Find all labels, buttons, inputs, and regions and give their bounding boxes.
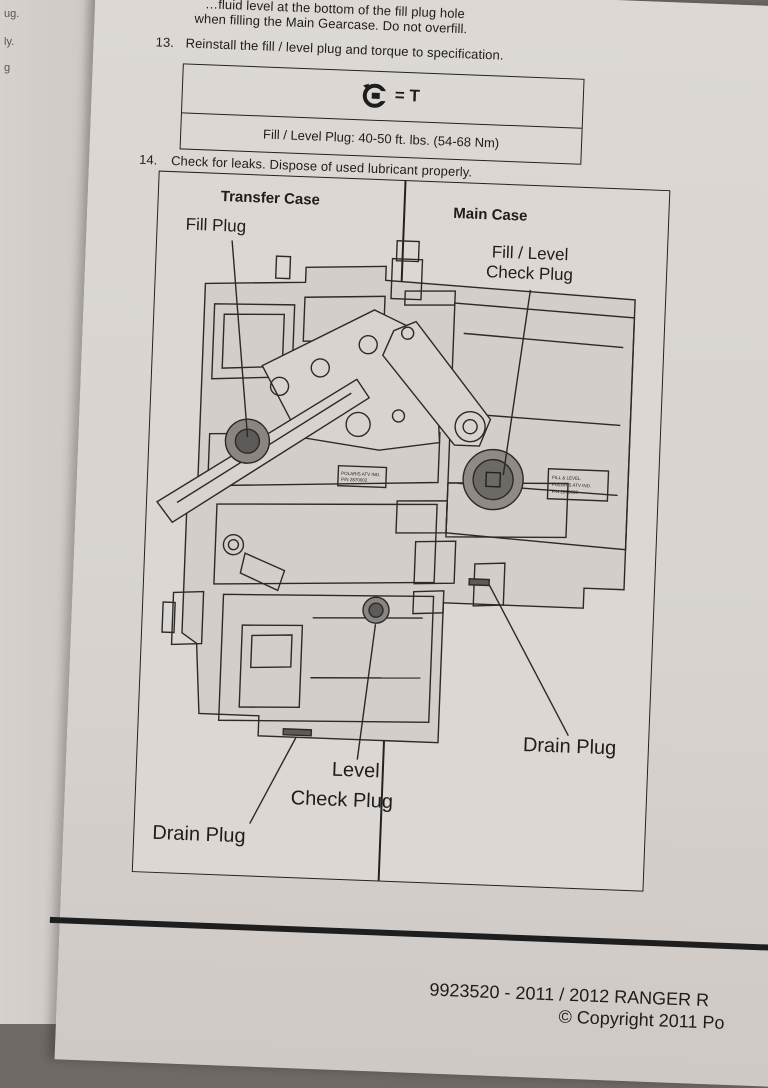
manual-page: …fluid level at the bottom of the fill p…: [49, 0, 768, 1087]
left-page-fragment: ly.: [4, 36, 15, 48]
torque-wrench-icon: [362, 83, 391, 108]
drain-plug-left-callout: Drain Plug: [151, 821, 247, 848]
level-check-plug-callout: Check Plug: [290, 787, 394, 813]
left-page-fragment: g: [4, 62, 11, 74]
torque-spec-table: = T Fill / Level Plug: 40-50 ft. lbs. (5…: [179, 63, 585, 165]
gearcase-diagram: Transfer Case Main Case: [131, 170, 671, 892]
id-plate-left-line: POLARIS ATV IND.: [341, 471, 380, 478]
fill-plug-callout: Fill Plug: [185, 214, 247, 236]
drain-plug-right-callout: Drain Plug: [522, 733, 617, 760]
step-13-number: 13.: [155, 34, 175, 51]
id-plate-right-line: P/N 2870003: [552, 489, 579, 495]
footer-rule: [49, 916, 768, 953]
id-plate-right-line: POLARIS ATV IND.: [552, 482, 591, 489]
level-check-plug-callout: Level: [331, 758, 381, 783]
torque-symbol-text: = T: [394, 85, 421, 106]
left-page-fragment: ug.: [4, 8, 20, 20]
fill-level-check-plug-callout: Check Plug: [485, 262, 574, 285]
torque-symbol-row: = T: [181, 64, 584, 129]
torque-spec-value: Fill / Level Plug: 40-50 ft. lbs. (54-68…: [262, 126, 500, 151]
id-plate-right-line: FILL & LEVEL: [552, 475, 581, 481]
step-13-text: Reinstall the fill / level plug and torq…: [185, 35, 504, 63]
step-14-number: 14.: [138, 151, 158, 168]
gearcase-drawing: POLARIS ATV IND. P/N 2870002 FILL & LEVE…: [156, 240, 636, 824]
id-plate-left-line: P/N 2870002: [341, 477, 368, 483]
